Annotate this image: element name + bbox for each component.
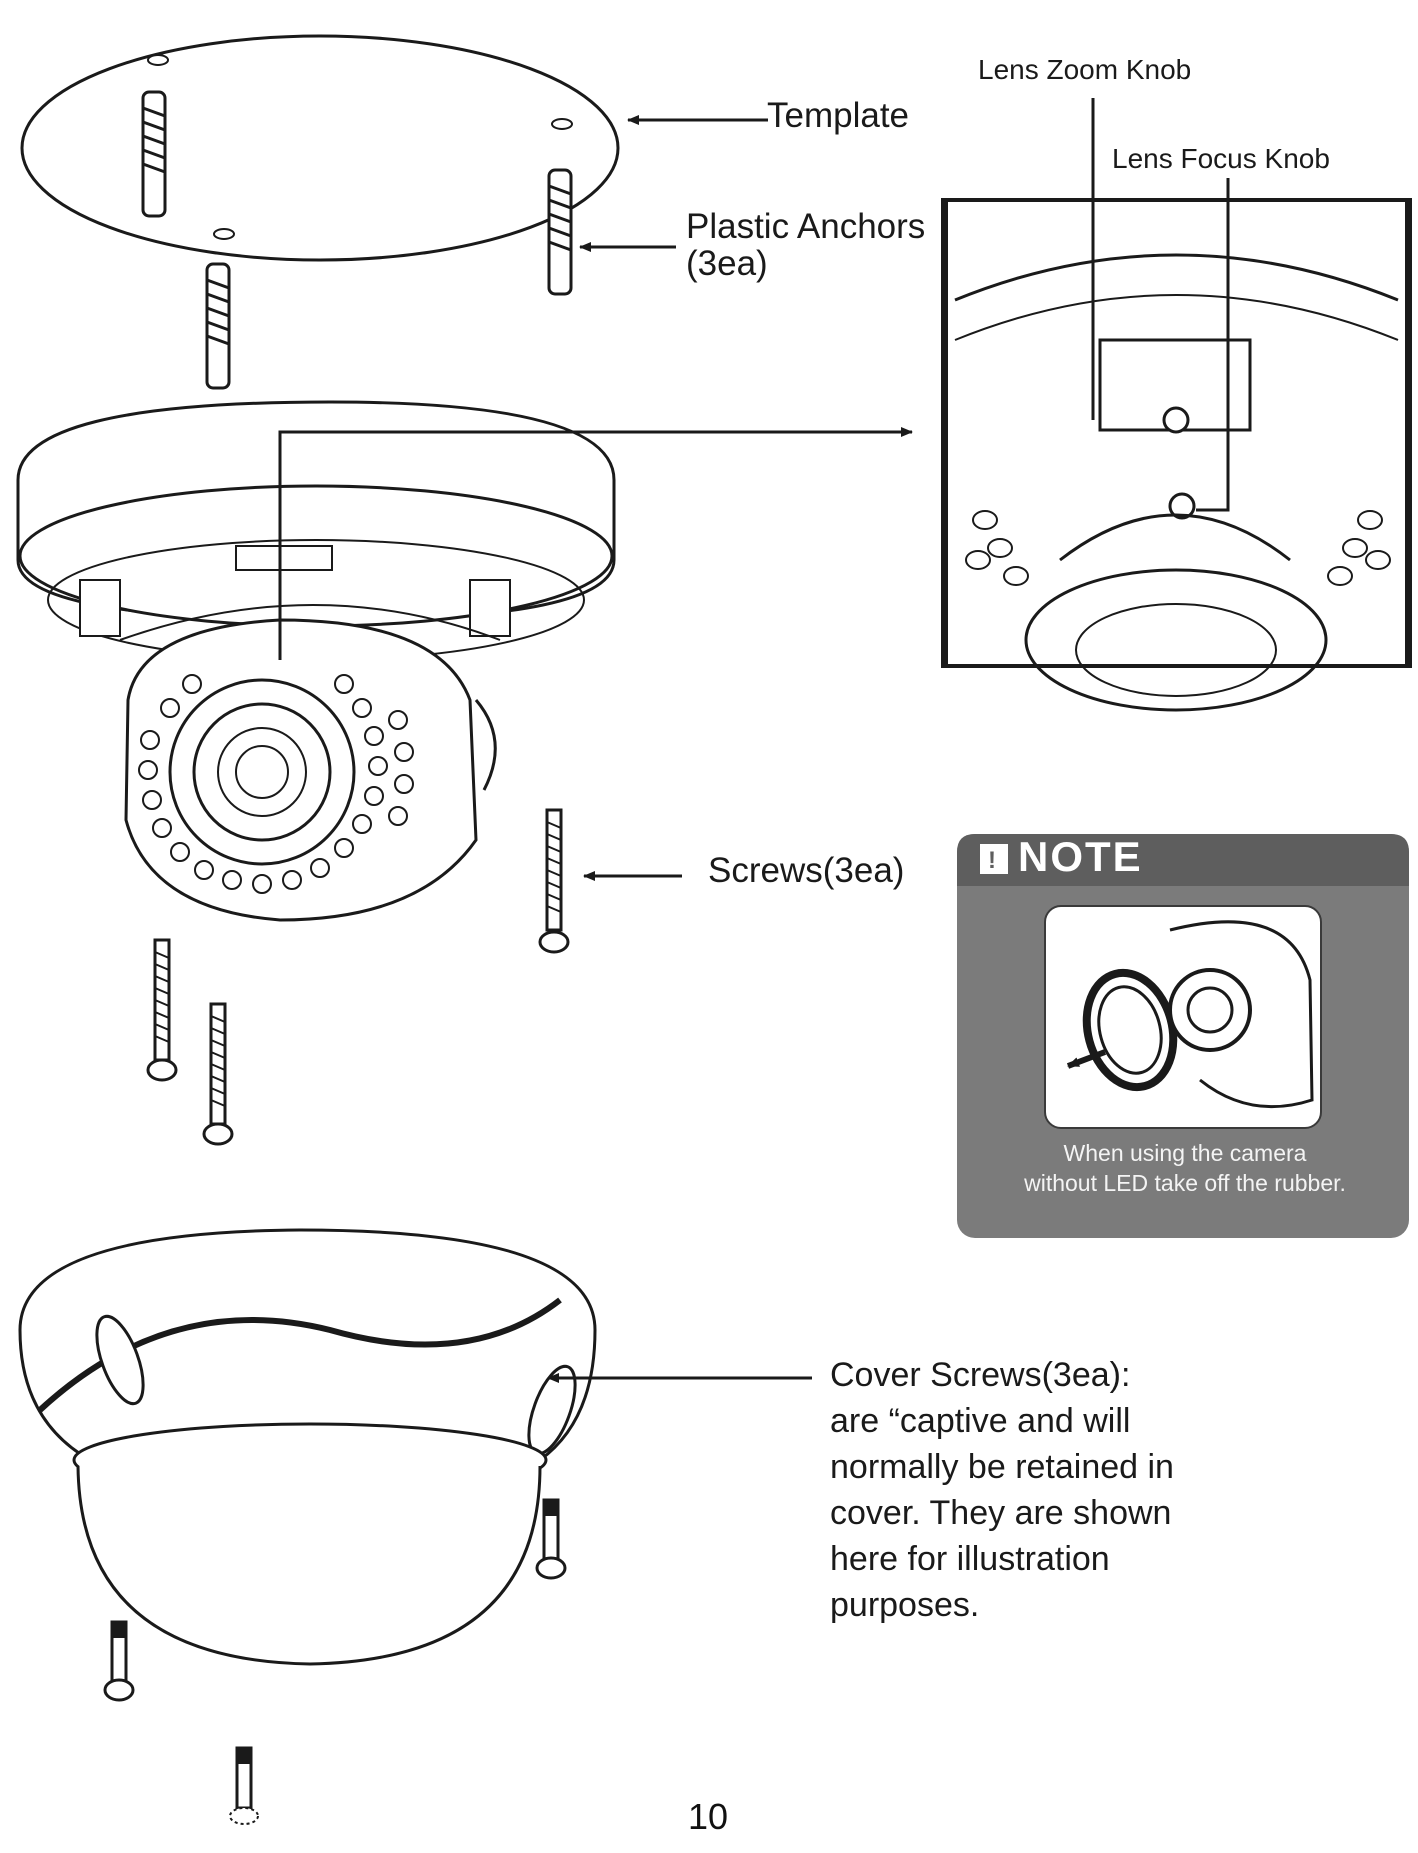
note-icon (980, 844, 1008, 874)
camera-base (16, 400, 616, 661)
svg-text:!: ! (988, 847, 996, 874)
plastic-anchors-label: Plastic Anchors (686, 207, 926, 246)
lens-focus-knob-label: Lens Focus Knob (1112, 143, 1330, 174)
note-title: NOTE (1018, 833, 1143, 880)
note-box: ! (957, 834, 1409, 1238)
lens-zoom-knob-label: Lens Zoom Knob (978, 54, 1192, 85)
plastic-anchor (141, 90, 167, 218)
screw (146, 938, 178, 1082)
focus-knob-leader (1196, 178, 1230, 512)
screw (538, 808, 570, 954)
cover-screws-text: Cover Screws(3ea): are “captive and will… (830, 1356, 1174, 1624)
plastic-anchors-count-label: (3ea) (686, 244, 768, 283)
lens-detail-box (941, 198, 1412, 712)
template-label: Template (767, 96, 910, 135)
screws-label: Screws(3ea) (708, 851, 905, 890)
dome-cover (18, 1228, 597, 1666)
plastic-anchor (205, 262, 231, 390)
camera-module (124, 618, 497, 922)
page-number: 10 (688, 1796, 729, 1837)
cover-screw (535, 1498, 567, 1580)
cover-screw (229, 1746, 259, 1825)
plastic-anchor (547, 168, 573, 296)
screw (202, 1002, 234, 1146)
note-caption: When using the camera without LED take o… (1024, 1140, 1346, 1196)
template-plate (20, 34, 620, 262)
cover-screw (103, 1620, 135, 1702)
detail-leader-arrow (278, 427, 913, 660)
